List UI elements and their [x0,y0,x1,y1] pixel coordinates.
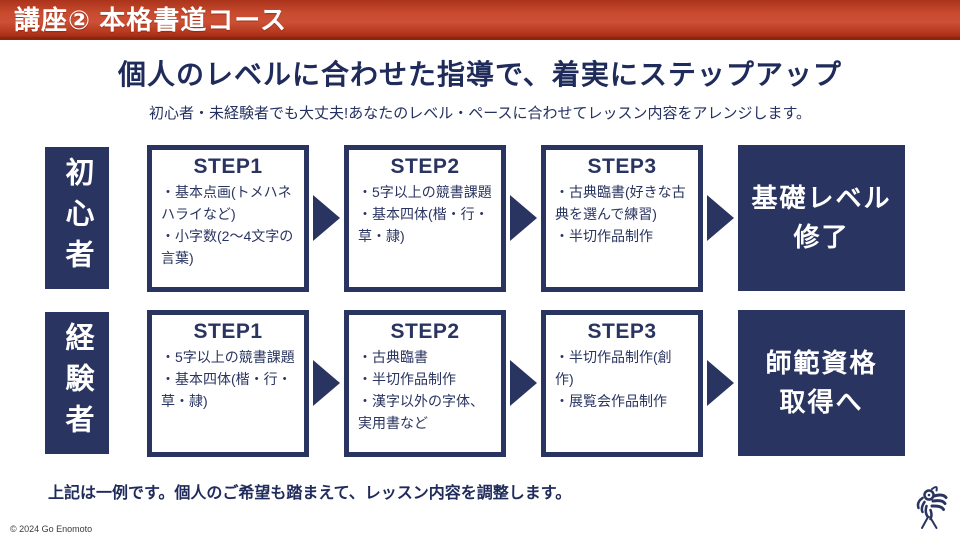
step-item: ・基本点画(トメハネハライなど) [161,183,292,222]
step-title: STEP2 [390,154,460,178]
step-item: ・基本四体(楷・行・草・隷) [358,205,489,244]
row-label-beginner: 初心者 [45,147,109,289]
right-arrow-icon [313,360,340,406]
course-row-beginner: 初心者 STEP1 ・基本点画(トメハネハライなど) ・小字数(2〜4文字の言葉… [45,143,960,293]
step-title: STEP1 [193,154,263,178]
step-items: ・古典臨書 ・半切作品制作 ・漢字以外の字体、実用書など [358,346,492,434]
step-box-beginner-1: STEP1 ・基本点画(トメハネハライなど) ・小字数(2〜4文字の言葉) [147,144,309,292]
step-item: ・漢字以外の字体、実用書など [358,392,484,431]
step-item: ・古典臨書(好きな古典を選んで練習) [555,183,686,222]
right-arrow-icon [707,360,734,406]
header-title: 講座② 本格書道コース [14,5,287,35]
result-line: 取得へ [779,387,864,417]
step-item: ・半切作品制作(創作) [555,348,672,387]
right-arrow-icon [313,195,340,241]
step-items: ・5字以上の競書課題 ・基本四体(楷・行・草・隷) [358,181,492,247]
step-item: ・半切作品制作 [555,227,653,244]
step-items: ・基本点画(トメハネハライなど) ・小字数(2〜4文字の言葉) [161,181,295,269]
copyright: © 2024 Go Enomoto [10,524,93,534]
page-title: 個人のレベルに合わせた指導で、着実にステップアップ [118,59,842,90]
step-title: STEP1 [193,319,263,343]
right-arrow-icon [510,195,537,241]
right-arrow-icon [510,360,537,406]
course-row-experienced: 経験者 STEP1 ・5字以上の競書課題 ・基本四体(楷・行・草・隷) STEP… [45,308,960,458]
step-title: STEP3 [587,319,657,343]
step-item: ・5字以上の競書課題 [358,183,492,200]
page-subtitle: 初心者・未経験者でも大丈夫!あなたのレベル・ペースに合わせてレッスン内容をアレン… [149,105,811,122]
step-item: ・小字数(2〜4文字の言葉) [161,227,294,266]
footer-note: 上記は一例です。個人のご希望も踏まえて、レッスン内容を調整します。 [48,485,572,502]
result-box-beginner: 基礎レベル 修了 [738,145,905,291]
step-box-experienced-2: STEP2 ・古典臨書 ・半切作品制作 ・漢字以外の字体、実用書など [344,309,506,457]
step-title: STEP2 [390,319,460,343]
step-items: ・5字以上の競書課題 ・基本四体(楷・行・草・隷) [161,346,295,412]
step-box-experienced-3: STEP3 ・半切作品制作(創作) ・展覧会作品制作 [541,309,703,457]
row-label-experienced: 経験者 [45,312,109,454]
step-box-beginner-2: STEP2 ・5字以上の競書課題 ・基本四体(楷・行・草・隷) [344,144,506,292]
result-line: 基礎レベル [751,183,892,213]
step-item: ・古典臨書 [358,348,428,365]
step-items: ・古典臨書(好きな古典を選んで練習) ・半切作品制作 [555,181,689,247]
course-rows: 初心者 STEP1 ・基本点画(トメハネハライなど) ・小字数(2〜4文字の言葉… [0,143,960,458]
step-box-beginner-3: STEP3 ・古典臨書(好きな古典を選んで練習) ・半切作品制作 [541,144,703,292]
step-item: ・基本四体(楷・行・草・隷) [161,370,292,409]
result-line: 師範資格 [765,348,878,378]
bird-calligraphy-logo-icon [916,486,948,529]
step-title: STEP3 [587,154,657,178]
result-box-experienced: 師範資格 取得へ [738,310,905,456]
step-items: ・半切作品制作(創作) ・展覧会作品制作 [555,346,689,412]
result-line: 修了 [793,222,850,252]
step-item: ・半切作品制作 [358,370,456,387]
step-item: ・展覧会作品制作 [555,392,667,409]
header-bar: 講座② 本格書道コース [0,0,960,40]
step-item: ・5字以上の競書課題 [161,348,295,365]
right-arrow-icon [707,195,734,241]
step-box-experienced-1: STEP1 ・5字以上の競書課題 ・基本四体(楷・行・草・隷) [147,309,309,457]
